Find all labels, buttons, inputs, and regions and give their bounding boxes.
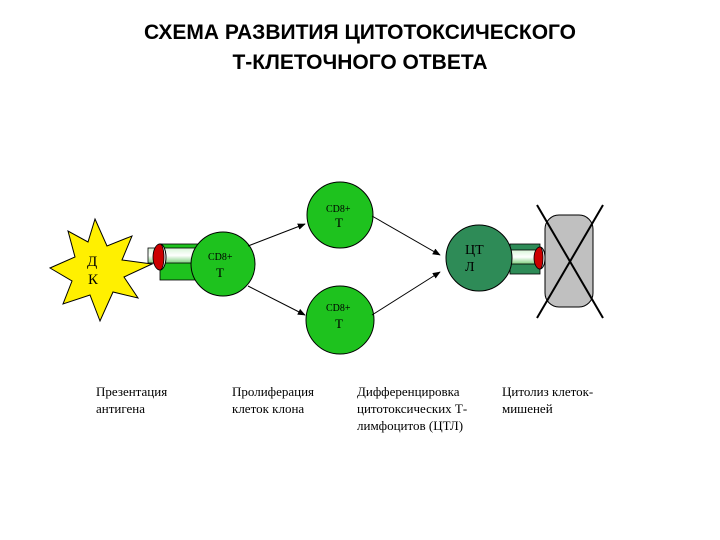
cd8-center-label: CD8+ — [208, 252, 233, 263]
caption-cytolysis: Цитолиз клеток- мишеней — [502, 383, 593, 417]
dendritic-cell-label-1: Д — [87, 254, 97, 270]
caption-proliferation-line-1: Пролиферация — [232, 384, 315, 399]
title-line-1: СХЕМА РАЗВИТИЯ ЦИТОТОКСИЧЕСКОГО — [143, 21, 577, 44]
page-title: СХЕМА РАЗВИТИЯ ЦИТОТОКСИЧЕСКОГО Т-КЛЕТОЧ… — [0, 18, 720, 78]
arrow-to-top-cell — [247, 223, 306, 247]
arrow-bottom-to-ctl — [371, 271, 441, 316]
cd8-bottom-label: CD8+ — [326, 303, 351, 314]
dendritic-cell-label-2: К — [88, 272, 99, 288]
caption-cytolysis-line-2: мишеней — [502, 401, 553, 416]
arrows — [247, 215, 441, 316]
caption-proliferation-line-2: клеток клона — [232, 401, 305, 416]
arrow-top-to-ctl — [371, 215, 441, 256]
cd8-bottom-t: Т — [335, 316, 343, 331]
caption-proliferation: Пролиферация клеток клона — [232, 383, 314, 417]
ctl-label-2: Л — [465, 260, 475, 275]
cd8-t-cell-bottom: CD8+ Т — [305, 285, 375, 355]
dendritic-cell: Д К — [48, 217, 154, 323]
cd8-top-t: Т — [335, 215, 343, 230]
caption-presentation: Презентация антигена — [96, 383, 167, 417]
cd8-center-t: Т — [216, 265, 224, 280]
receptor-red-cap-right-icon — [533, 246, 544, 270]
caption-differentiation-line-3: лимфоцитов (ЦТЛ) — [357, 418, 464, 433]
caption-cytolysis-line-1: Цитолиз клеток- — [502, 384, 594, 399]
ctl-label-1: ЦТ — [465, 243, 484, 258]
receptor-red-cap-icon — [152, 243, 165, 271]
dendritic-cell-star-icon — [48, 217, 154, 323]
caption-differentiation-line-2: цитотоксических Т- — [357, 401, 468, 416]
arrow-to-bottom-cell — [247, 285, 306, 316]
ctl-cell: ЦТ Л — [445, 224, 513, 292]
caption-presentation-line-2: антигена — [96, 401, 146, 416]
cd8-top-label: CD8+ — [326, 204, 351, 215]
caption-presentation-line-1: Презентация — [96, 384, 168, 399]
cd8-t-cell-top: CD8+ Т — [306, 181, 374, 249]
title-line-2: Т-КЛЕТОЧНОГО ОТВЕТА — [232, 51, 488, 74]
caption-differentiation-line-1: Дифференцировка — [357, 384, 460, 399]
cytolysis-x-icon — [536, 204, 604, 319]
cd8-t-cell-center: CD8+ Т — [190, 231, 256, 297]
caption-differentiation: Дифференцировка цитотоксических Т- лимфо… — [357, 383, 467, 434]
